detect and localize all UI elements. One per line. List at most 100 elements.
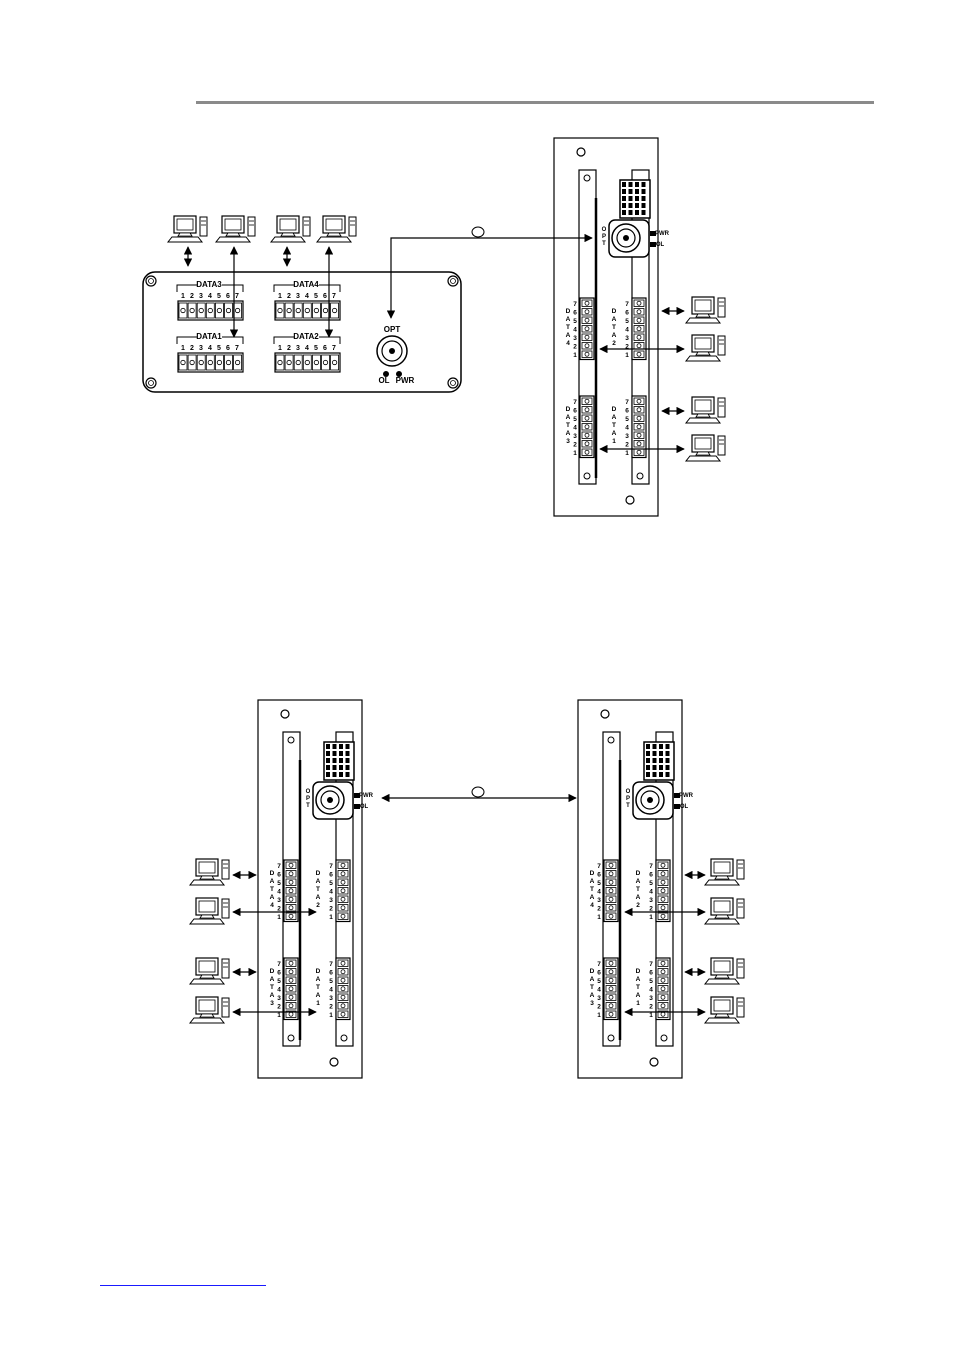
power-connector-pin (635, 182, 639, 187)
terminal-screw (584, 407, 590, 413)
group-letter: T (316, 886, 320, 893)
monitor-screen (198, 999, 216, 1012)
pin-number: 7 (329, 863, 333, 870)
pwr-led (354, 793, 360, 798)
terminal-screw (340, 913, 346, 919)
pin-number: 6 (226, 345, 230, 352)
terminal-screw (608, 888, 614, 894)
monitor-screen (224, 218, 242, 231)
monitor-screen (694, 399, 712, 412)
pin-number: 1 (278, 345, 282, 352)
tower (736, 898, 745, 919)
power-connector-pin (659, 765, 663, 770)
terminal-screw (660, 905, 666, 911)
pwr-led (674, 793, 680, 798)
power-connector-pin (641, 182, 646, 187)
pin-number: 3 (573, 433, 577, 440)
pin-number: 3 (649, 897, 653, 904)
group-letter: D (636, 870, 641, 877)
group-letter: T (612, 422, 616, 429)
group-letter: A (636, 894, 641, 901)
monitor-stand (199, 974, 215, 979)
pin-number: 4 (649, 987, 653, 994)
computer-icon (188, 858, 230, 886)
computer-icon (684, 296, 726, 324)
monitor-stand (177, 232, 193, 237)
terminal-screw (340, 960, 346, 966)
terminal-screw (277, 307, 283, 314)
group-letter: D (590, 870, 595, 877)
power-connector-pin (345, 744, 350, 749)
pin-number: 7 (332, 293, 336, 300)
optical-port-core (647, 797, 653, 803)
group-letter: 1 (612, 438, 616, 445)
terminal-screw (288, 905, 294, 911)
power-connector-pin (652, 772, 657, 777)
opt-letter: P (626, 796, 630, 802)
pin-number: 4 (625, 425, 629, 432)
terminal-screw (660, 862, 666, 868)
terminal-screw (340, 888, 346, 894)
power-connector-pin (646, 744, 650, 749)
terminal-screw (180, 359, 186, 366)
group-letter: T (566, 422, 570, 429)
power-connector-pin (659, 758, 663, 763)
pin-number: 7 (625, 301, 629, 308)
power-connector-pin (332, 744, 337, 749)
terminal-screw (198, 359, 204, 366)
group-letter: A (612, 414, 617, 421)
terminal-screw (207, 359, 213, 366)
power-connector-pin (641, 203, 646, 208)
keyboard (315, 236, 353, 243)
terminal-label: DATA2 (293, 332, 319, 341)
power-connector-pin (339, 772, 343, 777)
terminal-screw (636, 351, 642, 357)
footer-link-underline[interactable] (100, 1285, 266, 1286)
power-connector-pin (339, 744, 343, 749)
terminal-screw (660, 913, 666, 919)
corner-screw-inner (450, 380, 456, 386)
keyboard (188, 1017, 226, 1024)
terminal-screw (608, 1003, 614, 1009)
pin-number: 3 (329, 897, 333, 904)
terminal-screw (288, 913, 294, 919)
monitor-screen (694, 299, 712, 312)
power-connector-pin (652, 765, 657, 770)
pin-number: 1 (649, 914, 653, 921)
computer-icon (703, 897, 745, 925)
monitor-stand (714, 875, 730, 880)
pin-number: 5 (329, 978, 333, 985)
terminal-screw (660, 1011, 666, 1017)
pin-number: 7 (649, 863, 653, 870)
opt-label: OPT (384, 325, 401, 334)
rail-hole (287, 736, 295, 744)
power-connector-pin (652, 751, 657, 756)
keyboard (188, 978, 226, 985)
power-connector-pin (339, 751, 343, 756)
pin-number: 2 (625, 442, 629, 449)
pin-number: 3 (277, 995, 281, 1002)
group-letter: A (316, 878, 321, 885)
terminal-screw (331, 307, 338, 314)
power-connector-pin (628, 203, 633, 208)
terminal-screw (288, 977, 294, 983)
pin-number: 5 (625, 318, 629, 325)
pwr-led (396, 371, 402, 377)
bracket (176, 284, 244, 292)
pin-number: 1 (181, 293, 185, 300)
pin-number: 5 (314, 345, 318, 352)
group-letter: 3 (566, 438, 570, 445)
monitor-stand (695, 451, 711, 456)
terminal-screw (584, 441, 590, 447)
opt-letter: T (626, 803, 630, 809)
terminal-screw (608, 896, 614, 902)
ol-led (383, 371, 389, 377)
power-connector-pin (641, 196, 646, 201)
terminal-screw (660, 994, 666, 1000)
pin-number: 4 (625, 327, 629, 334)
group-letter: 3 (590, 1000, 594, 1007)
mount-hole-bottom (649, 1057, 659, 1067)
group-letter: A (590, 878, 595, 885)
